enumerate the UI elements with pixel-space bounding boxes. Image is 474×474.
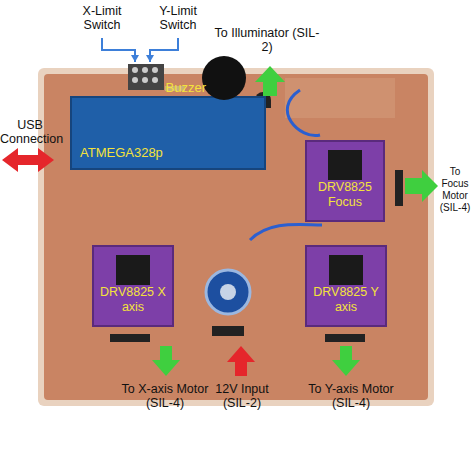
green-arrow bbox=[405, 170, 438, 202]
driver-board: DRV8825 Focus bbox=[305, 140, 385, 222]
callout-text: USB Connection bbox=[0, 118, 60, 146]
capacitor-top bbox=[220, 284, 236, 300]
callout-text: X-Limit Switch bbox=[66, 4, 138, 32]
jumper-wire bbox=[287, 90, 320, 136]
green-arrow bbox=[152, 346, 180, 376]
red-arrow bbox=[227, 346, 255, 376]
green-arrow bbox=[255, 66, 285, 96]
pcb bbox=[44, 74, 428, 400]
red-double-arrow bbox=[2, 148, 54, 172]
part-label: DRV8825 Focus bbox=[309, 180, 381, 210]
callout-text: To X-axis Motor (SIL-4) bbox=[110, 382, 220, 410]
callout-text: Y-Limit Switch bbox=[140, 4, 216, 32]
part-label: DRV8825 Y axis bbox=[309, 285, 383, 315]
leader-head bbox=[131, 55, 139, 62]
part-label: DRV8825 X axis bbox=[96, 285, 170, 315]
callout-text: To Focus Motor (SIL-4) bbox=[436, 166, 474, 214]
leader-head bbox=[146, 55, 154, 62]
power-connector bbox=[212, 326, 244, 336]
driver-board: DRV8825 Y axis bbox=[305, 245, 387, 327]
green-arrow bbox=[332, 346, 360, 376]
pin-header bbox=[128, 64, 164, 90]
callout-text: 12V Input (SIL-2) bbox=[200, 382, 284, 410]
board-outline bbox=[38, 68, 434, 406]
callout-text: To Y-axis Motor (SIL-4) bbox=[296, 382, 406, 410]
motor-connector bbox=[325, 334, 365, 342]
driver-board: DRV8825 X axis bbox=[92, 245, 174, 327]
motor-connector bbox=[110, 334, 150, 342]
arduino-board: ATMEGA328p bbox=[70, 96, 266, 170]
part-label: ATMEGA328p bbox=[80, 145, 163, 160]
leader-line bbox=[150, 38, 178, 62]
leader-line bbox=[102, 38, 135, 62]
pcb-shade bbox=[285, 78, 395, 118]
callout-text: To Illuminator (SIL-2) bbox=[212, 26, 322, 54]
part-label: Buzzer bbox=[166, 80, 206, 95]
buzzer-circle: Buzzer bbox=[202, 56, 246, 100]
capacitor bbox=[206, 270, 250, 314]
motor-connector bbox=[395, 170, 403, 206]
jumper-wire bbox=[250, 224, 322, 240]
